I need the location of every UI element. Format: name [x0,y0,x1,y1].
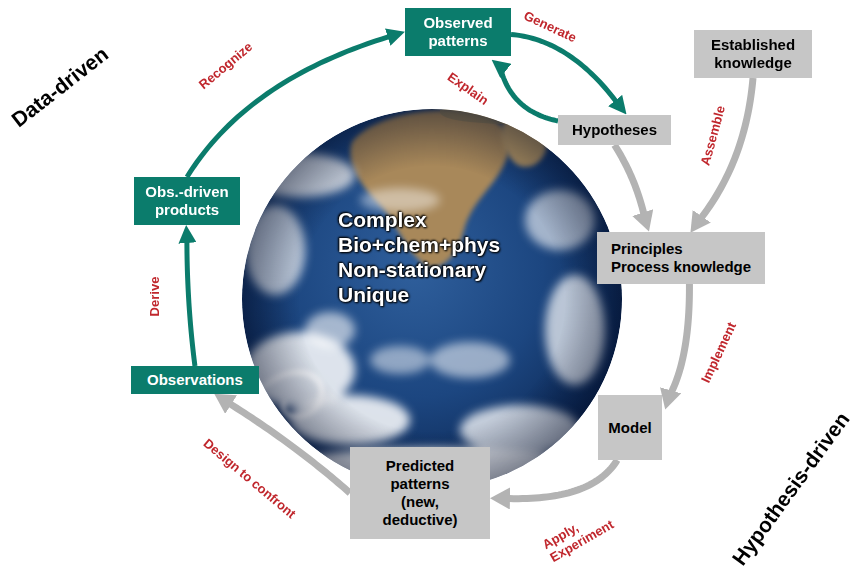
edge-label: Explain [445,69,491,108]
flow-arrow [696,78,753,225]
box-text: Observations [147,371,243,389]
box-text: Obs.-driven products [142,183,232,219]
edge-label: Assemble [698,104,728,167]
flow-arrow [511,34,620,106]
edge-label: Recognize [196,39,255,92]
flow-arrow [615,145,646,222]
edge-label: Apply, Experiment [540,499,624,565]
edge-label: Generate [521,8,578,45]
edge-label: Design to confront [201,436,299,522]
process-box: Established knowledge [694,30,812,78]
box-text: Established knowledge [706,36,800,72]
process-box: Model [598,395,662,460]
box-text: Hypotheses [572,121,657,139]
ocean [242,109,622,489]
flow-arrow [668,284,690,400]
edge-label: Implement [698,320,739,385]
flow-arrow [187,35,395,177]
globe-caption: Complex Bio+chem+phys Non-stationary Uni… [338,207,518,307]
process-box: Predicted patterns (new, deductive) [350,447,490,539]
box-text: Model [608,419,651,437]
box-text: Observed patterns [417,14,499,50]
process-box: Hypotheses [558,115,671,145]
flow-arrow [500,66,558,121]
box-text: Process knowledge [611,258,751,276]
data-box: Observed patterns [405,8,511,56]
edge-label: Derive [147,277,162,317]
limb-shade [242,109,622,489]
flow-arrow [187,235,195,366]
data-box: Observations [131,366,259,394]
section-label: Data-driven [7,41,113,132]
process-box: PrinciplesProcess knowledge [597,232,765,284]
data-box: Obs.-driven products [134,177,240,225]
box-text: Principles [611,240,751,258]
flow-arrow [500,460,617,499]
section-label: Hypothesis-driven [727,407,855,570]
box-text: Predicted patterns (new, deductive) [378,457,462,529]
